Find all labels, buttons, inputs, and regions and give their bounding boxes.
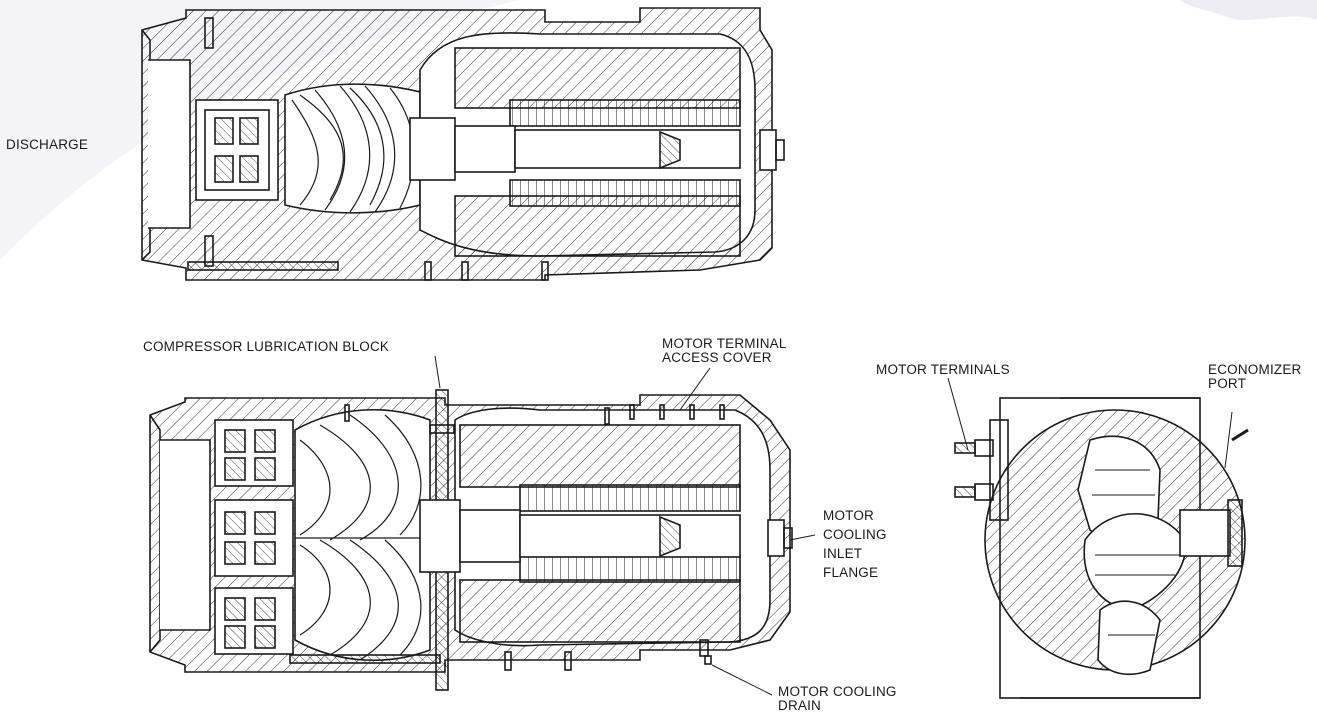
terminal-cover-label: MOTOR TERMINAL ACCESS COVER [662,336,787,365]
lubrication-block-label: COMPRESSOR LUBRICATION BLOCK [143,339,390,354]
discharge-label: DISCHARGE [6,137,89,152]
end-view [954,397,1249,699]
economizer-port-label: ECONOMIZER PORT [1208,362,1302,391]
motor-terminals-label: MOTOR TERMINALS [876,362,1010,377]
cooling-drain-label: MOTOR COOLING DRAIN [778,684,897,713]
top-section-view [141,7,785,281]
leader-lines [434,355,1233,696]
bottom-section-view [149,389,793,691]
watermark [0,0,1317,260]
cooling-inlet-label: MOTOR COOLING INLET FLANGE [823,508,887,580]
